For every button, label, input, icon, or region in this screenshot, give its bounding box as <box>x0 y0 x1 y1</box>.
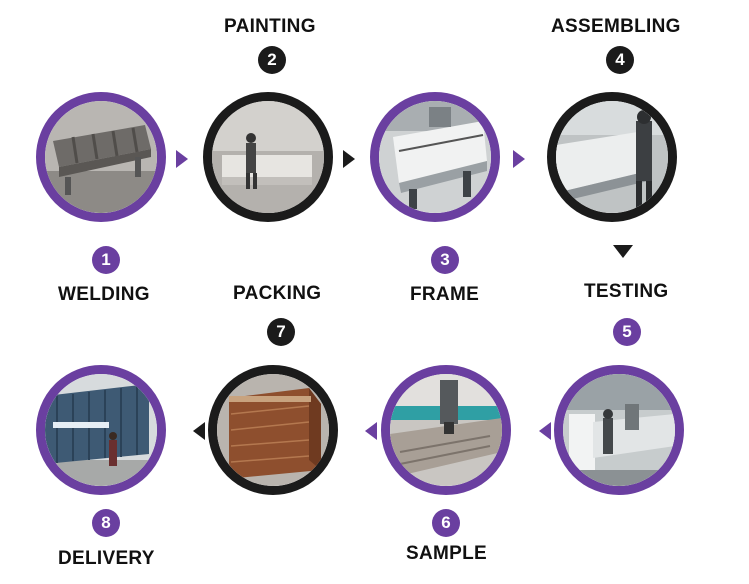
step-3-number-badge: 3 <box>431 246 459 274</box>
step-7-photo <box>208 365 338 495</box>
testing-icon <box>563 374 675 486</box>
step-6-label: SAMPLE <box>406 543 487 564</box>
assembly-icon <box>556 101 668 213</box>
step-8-label: DELIVERY <box>58 548 155 569</box>
step-5-number-badge: 5 <box>613 318 641 346</box>
step-4-photo <box>547 92 677 222</box>
arrow-right-icon <box>343 150 355 168</box>
arrow-left-icon <box>365 422 377 440</box>
step-8-number-badge: 8 <box>92 509 120 537</box>
steel-frame-icon <box>45 101 157 213</box>
arrow-right-icon <box>513 150 525 168</box>
shipping-container-icon <box>45 374 157 486</box>
machine-frame-icon <box>379 101 491 213</box>
step-3-label: FRAME <box>410 284 480 305</box>
step-6-number-badge: 6 <box>432 509 460 537</box>
arrow-right-icon <box>176 150 188 168</box>
sample-icon <box>390 374 502 486</box>
wooden-crate-icon <box>217 374 329 486</box>
step-3-photo <box>370 92 500 222</box>
step-6-photo <box>381 365 511 495</box>
arrow-left-icon <box>539 422 551 440</box>
step-2-label: PAINTING <box>224 16 316 37</box>
step-7-number-badge: 7 <box>267 318 295 346</box>
step-4-number-badge: 4 <box>606 46 634 74</box>
step-1-label: WELDING <box>58 284 150 305</box>
workshop-icon <box>212 101 324 213</box>
step-7-label: PACKING <box>233 283 322 304</box>
step-8-photo <box>36 365 166 495</box>
arrow-left-icon <box>193 422 205 440</box>
step-1-number-badge: 1 <box>92 246 120 274</box>
step-4-label: ASSEMBLING <box>551 16 681 37</box>
step-5-label: TESTING <box>584 281 669 302</box>
step-2-photo <box>203 92 333 222</box>
step-1-photo <box>36 92 166 222</box>
step-5-photo <box>554 365 684 495</box>
arrow-down-icon <box>613 245 633 258</box>
step-2-number-badge: 2 <box>258 46 286 74</box>
